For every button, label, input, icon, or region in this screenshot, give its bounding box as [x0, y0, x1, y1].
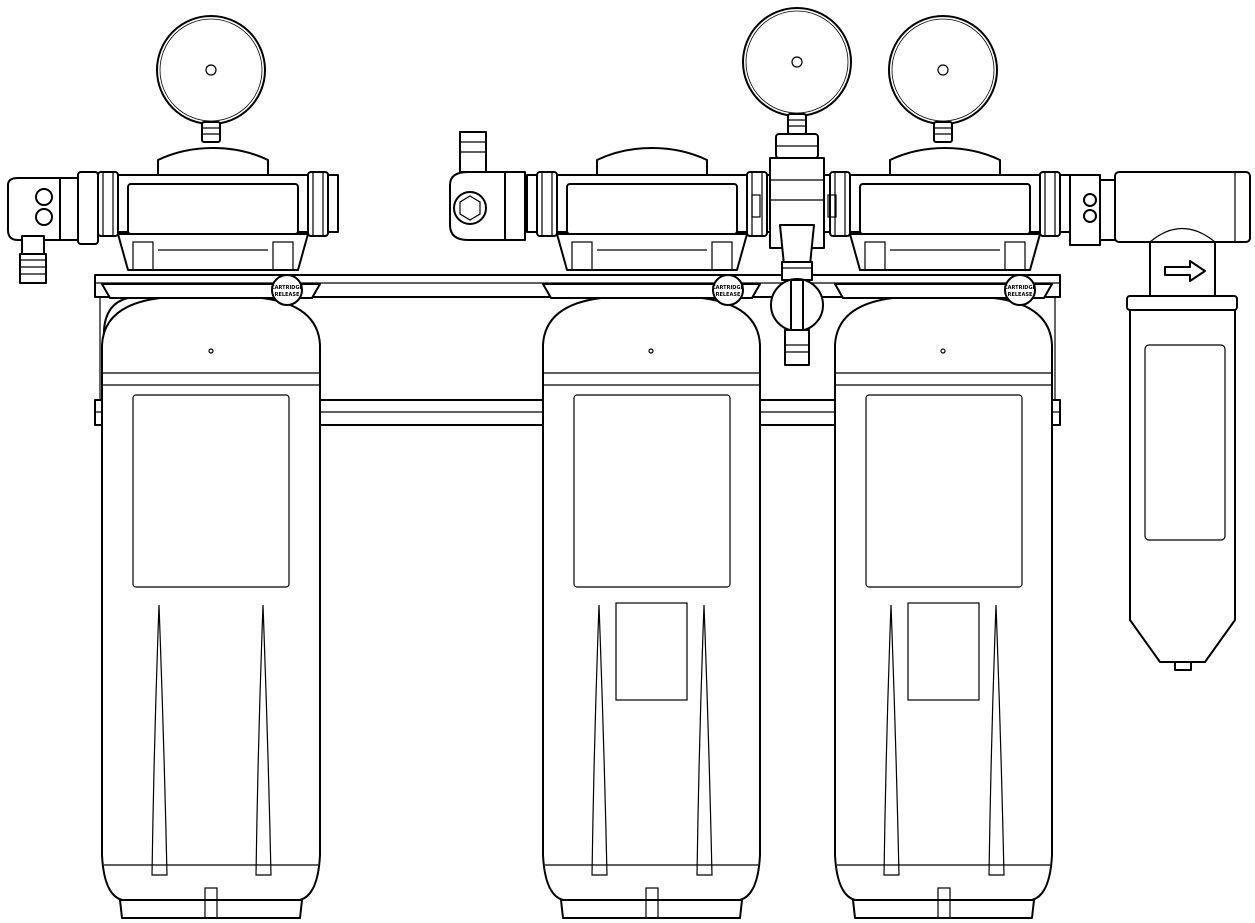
arrow-right-icon — [1164, 260, 1206, 282]
pressure-gauge-right — [888, 15, 998, 143]
filter-head-right — [819, 147, 1071, 271]
release-label-line2: RELEASE — [275, 292, 300, 298]
filter-cartridge-middle — [542, 283, 761, 919]
pressure-gauge-left — [156, 15, 266, 143]
release-label-line1: CARTRIDGE — [271, 285, 304, 291]
drain-port-fitting — [449, 131, 526, 241]
filter-head-middle — [526, 147, 778, 271]
release-label-line1: CARTRIDGE — [1004, 285, 1037, 291]
center-tee-valve — [769, 133, 825, 366]
cartridge-release-label-right: CARTRIDGE RELEASE — [1004, 274, 1037, 306]
pressure-gauge-middle — [742, 7, 852, 135]
inlet-elbow-fitting — [7, 171, 99, 284]
sediment-filter — [1114, 171, 1251, 671]
cartridge-release-label-middle: CARTRIDGE RELEASE — [712, 274, 745, 306]
cartridge-release-label-left: CARTRIDGE RELEASE — [271, 274, 304, 306]
release-label-line2: RELEASE — [1008, 292, 1033, 298]
filter-head-left — [87, 147, 339, 271]
release-label-line2: RELEASE — [716, 292, 741, 298]
filter-cartridge-left-body — [101, 283, 321, 919]
release-label-line1: CARTRIDGE — [712, 285, 745, 291]
filter-cartridge-right — [834, 283, 1053, 919]
